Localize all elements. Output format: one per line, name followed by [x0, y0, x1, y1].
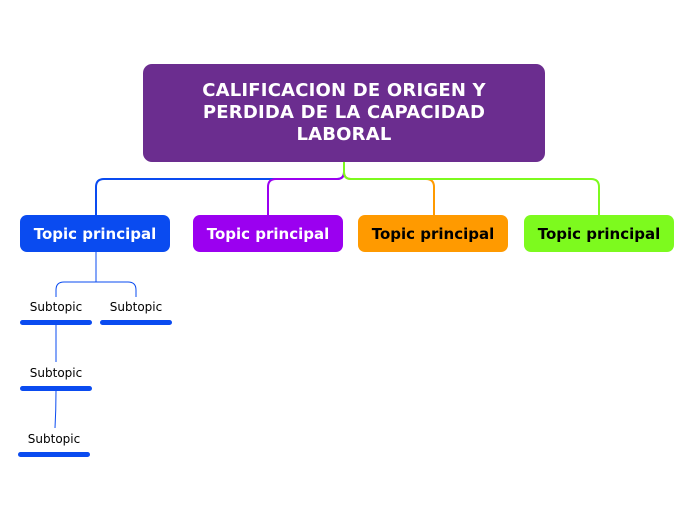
topic-4[interactable]: Topic principal: [524, 215, 674, 252]
subtopic-4-underline: [18, 452, 90, 457]
subtopic-4-label: Subtopic: [27, 432, 81, 446]
topic-3-label: Topic principal: [371, 224, 495, 243]
topic-2[interactable]: Topic principal: [193, 215, 343, 252]
subtopic-2-label: Subtopic: [109, 300, 163, 314]
subtopic-1-underline: [20, 320, 92, 325]
connector-topic-4: [343, 162, 600, 215]
topic-4-label: Topic principal: [537, 224, 661, 243]
connector-topic-1: [95, 162, 345, 215]
subtopic-3-label: Subtopic: [29, 366, 83, 380]
connector-topic-3: [343, 162, 435, 215]
connector-subtopic-4: [54, 390, 57, 429]
subtopic-2-underline: [100, 320, 172, 325]
subtopic-1-label: Subtopic: [29, 300, 83, 314]
topic-1[interactable]: Topic principal: [20, 215, 170, 252]
central-topic[interactable]: CALIFICACION DE ORIGEN Y PERDIDA DE LA C…: [143, 64, 545, 162]
subtopic-3-underline: [20, 386, 92, 391]
connector-subtopic-2: [95, 252, 137, 297]
topic-2-label: Topic principal: [206, 224, 330, 243]
central-topic-title: CALIFICACION DE ORIGEN Y PERDIDA DE LA C…: [202, 80, 486, 145]
topic-1-label: Topic principal: [33, 224, 157, 243]
connector-subtopic-1: [55, 252, 97, 297]
connector-topic-2: [267, 162, 345, 215]
topic-3[interactable]: Topic principal: [358, 215, 508, 252]
